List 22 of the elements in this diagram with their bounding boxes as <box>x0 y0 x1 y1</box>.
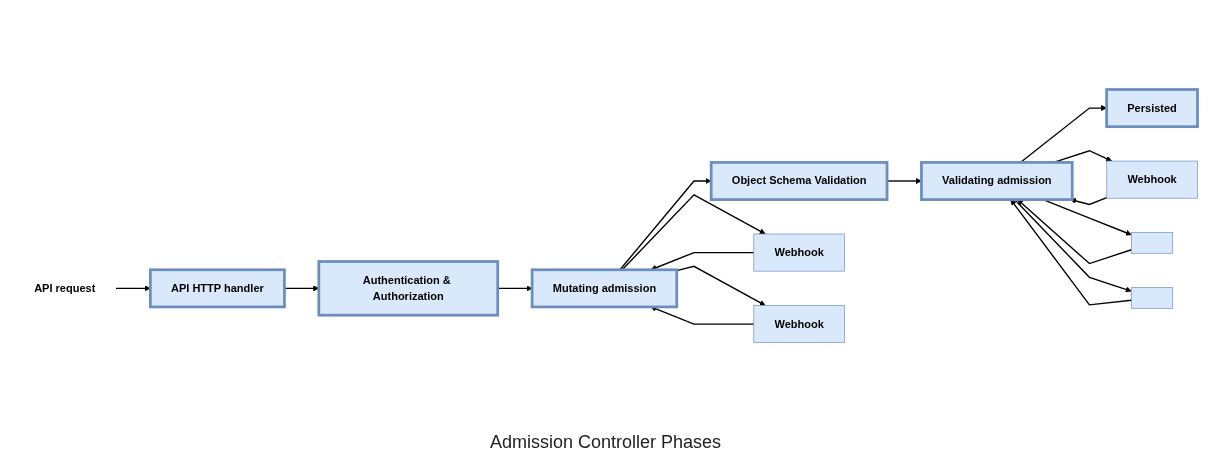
diagram-caption: Admission Controller Phases <box>489 432 722 453</box>
arrow <box>650 306 755 325</box>
node-box <box>1131 287 1174 309</box>
node-box: Webhook <box>753 233 845 272</box>
node-box <box>1131 232 1174 254</box>
arrow <box>1019 104 1107 163</box>
arrow <box>1010 199 1133 306</box>
node-box: Validating admission <box>920 160 1074 201</box>
arrow <box>497 285 533 292</box>
node-box: Authentication & Authorization <box>317 260 500 317</box>
arrow <box>676 265 766 306</box>
node-box: API HTTP handler <box>149 268 286 309</box>
arrow <box>1014 198 1132 293</box>
arrow <box>115 285 151 292</box>
node-text: API request <box>34 282 96 294</box>
node-box: Object Schema Validation <box>709 160 889 201</box>
arrow <box>1070 196 1108 206</box>
arrow <box>1017 199 1133 265</box>
node-box: Persisted <box>1105 88 1199 128</box>
node-box: Webhook <box>753 305 845 343</box>
node-box: Mutating admission <box>530 268 679 309</box>
node-box: Webhook <box>1106 160 1198 199</box>
